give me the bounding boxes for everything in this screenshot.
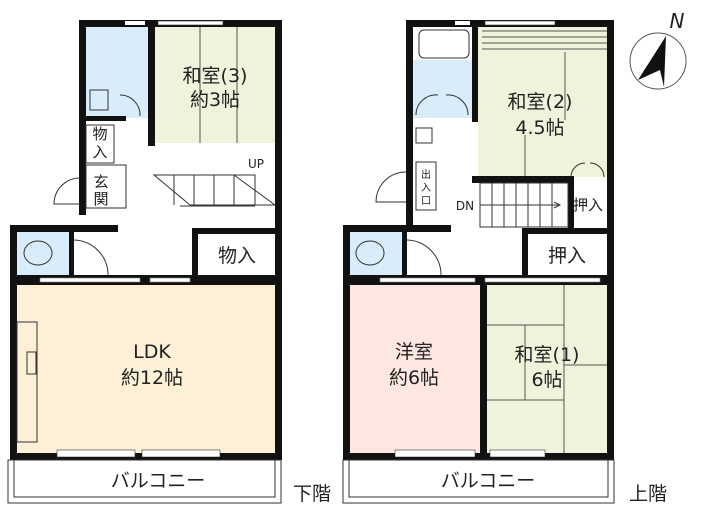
entrance-label: 玄 — [93, 173, 108, 191]
room-washitsu2 — [478, 27, 607, 177]
toilet-icon — [23, 240, 53, 266]
windows-lower — [39, 20, 224, 458]
room-name: 洋室 — [395, 341, 433, 363]
sink-icon — [89, 89, 109, 111]
windows-upper — [379, 20, 601, 458]
storage-label: 物 — [92, 125, 107, 143]
entrance-door — [375, 171, 407, 203]
room-size: 約12帖 — [121, 367, 183, 389]
balcony-lower-rail — [13, 459, 276, 498]
room-washitsu3 — [155, 27, 275, 143]
hatch-box — [415, 161, 437, 211]
room-size: 6帖 — [531, 369, 562, 391]
room-name: 和室(3) — [183, 65, 248, 87]
washroom-lower — [85, 27, 148, 118]
stove-icon — [26, 351, 37, 375]
bathtub-icon — [418, 29, 470, 59]
bathroom-doors — [415, 94, 469, 116]
toilet-upper — [350, 232, 402, 275]
toilet-icon — [355, 240, 385, 266]
entrance-label: 関 — [93, 190, 108, 208]
washroom-door — [119, 94, 141, 117]
tatami-lines — [199, 27, 238, 143]
lower-floor: 和室(3) 約3帖 物 入 玄 関 UP 物入 LDK 約12帖 バルコニー 下… — [7, 20, 331, 505]
room-name: 和室(1) — [515, 344, 580, 366]
toilet-door — [406, 239, 442, 276]
north-compass-icon: N — [629, 9, 687, 90]
storage-label: 入 — [92, 143, 107, 161]
room-size: 約3帖 — [190, 89, 240, 111]
closet-label: 押入 — [573, 196, 603, 214]
stairs-up-label: UP — [248, 157, 264, 171]
storage-label: 物入 — [218, 245, 256, 267]
kitchen-counter — [16, 321, 38, 443]
room-washitsu1 — [487, 285, 607, 453]
room-size: 約6帖 — [389, 367, 439, 389]
toilet-lower — [17, 232, 69, 275]
stairs-upper — [479, 182, 569, 228]
toilet-door — [73, 239, 109, 276]
entrance-box — [85, 164, 127, 209]
hatch-label: 口 — [421, 196, 431, 207]
hatch-label: 入 — [421, 183, 431, 194]
room-name: LDK — [133, 341, 171, 363]
balcony-label: バルコニー — [111, 470, 206, 492]
washroom-upper — [413, 60, 475, 118]
sink-icon — [415, 127, 433, 144]
room-name: 和室(2) — [508, 91, 573, 113]
balcony-upper-rail — [348, 459, 609, 498]
floor-label-lower: 下階 — [293, 483, 331, 505]
north-label: N — [670, 9, 685, 33]
hatch-label: 出 — [421, 168, 431, 181]
floor-label-upper: 上階 — [629, 483, 667, 505]
entrance-door — [53, 177, 81, 205]
stairs-down-label: DN — [456, 199, 474, 213]
room-size: 4.5帖 — [515, 117, 564, 139]
storage-box — [85, 124, 115, 164]
tatami-lines — [482, 30, 607, 453]
upper-floor: 和室(2) 4.5帖 出 入 口 DN 押入 押入 洋室 約6帖 和室(1) 6… — [342, 20, 667, 505]
stairs-lower — [152, 174, 276, 207]
balcony-label: バルコニー — [441, 470, 536, 492]
closet-doors — [570, 162, 605, 178]
closet-label: 押入 — [548, 245, 586, 267]
room-youshitsu — [350, 285, 480, 453]
room-ldk — [17, 285, 275, 453]
